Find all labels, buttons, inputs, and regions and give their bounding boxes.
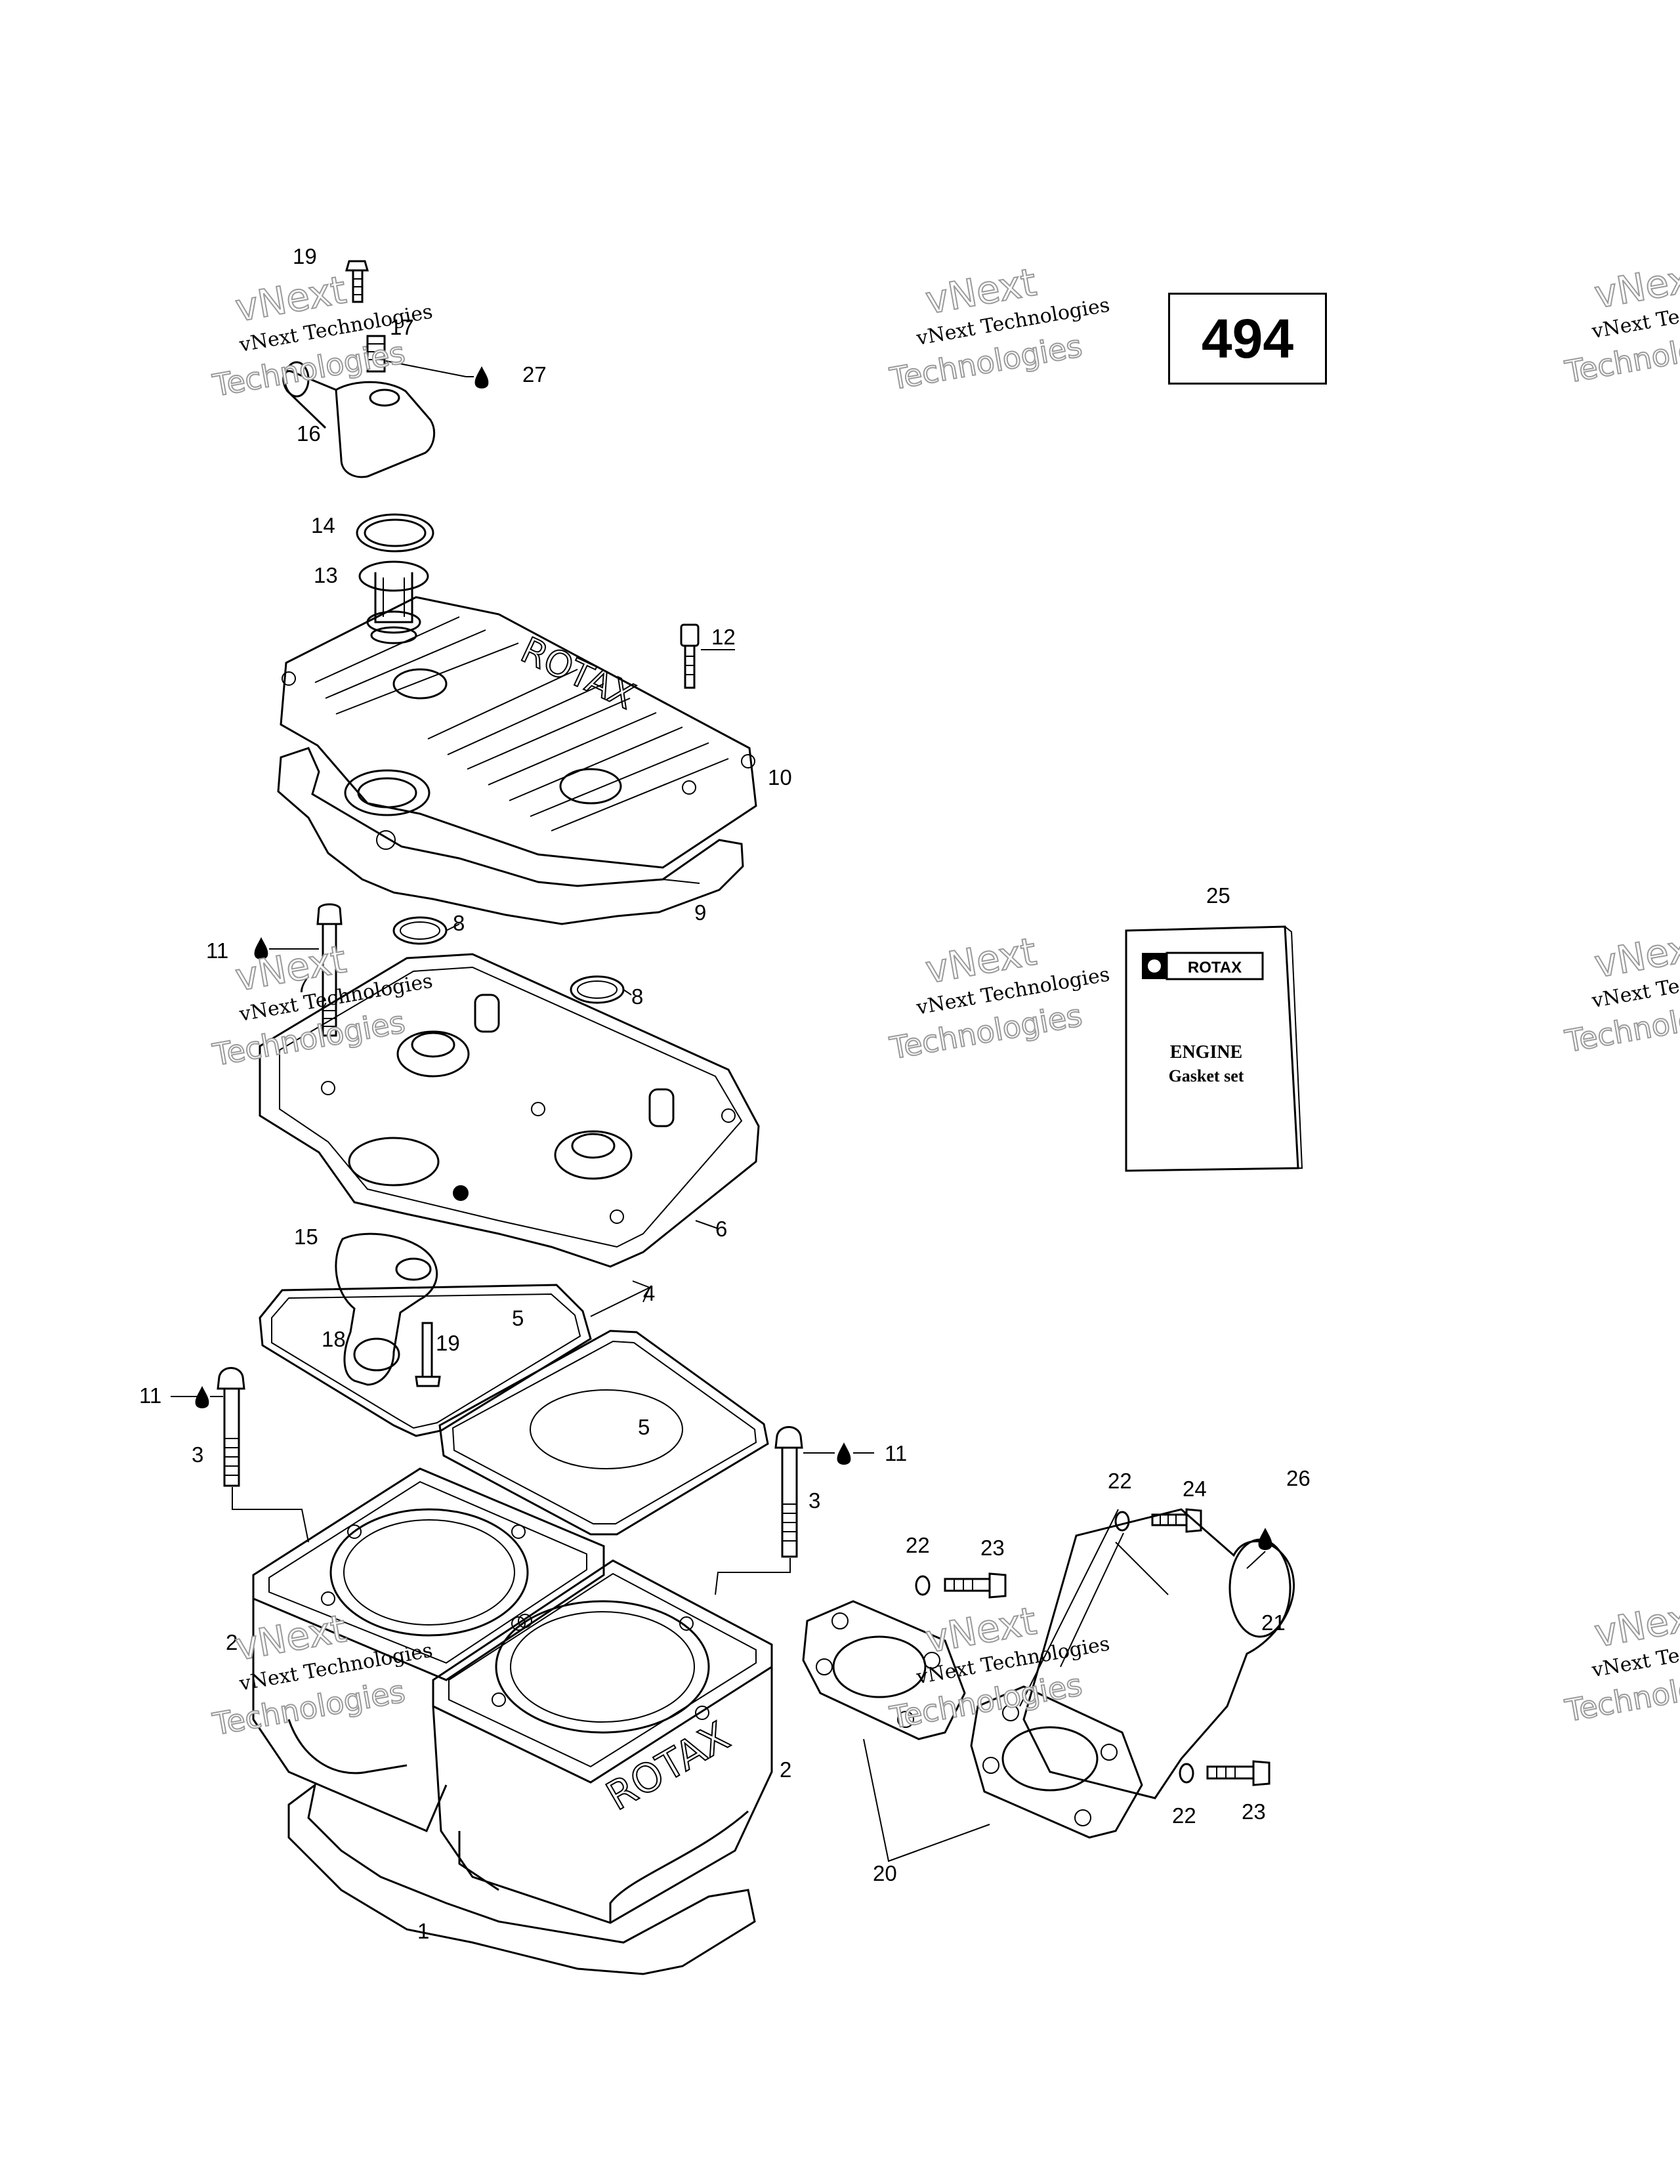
- watermark-bottom-left: vNext vNext Technologies Technologies: [209, 1605, 434, 1742]
- callout-18: 18: [322, 1327, 346, 1351]
- washer-22-left: [915, 1575, 931, 1596]
- callout-14: 14: [311, 513, 335, 537]
- bolt-23-left: [944, 1572, 1007, 1599]
- callout-17: 17: [390, 315, 414, 339]
- cylinder-brand-text: ROTAX: [599, 1713, 738, 1820]
- callout-11-top: 11: [206, 938, 228, 963]
- callout-12: 12: [711, 625, 736, 649]
- callout-16: 16: [297, 421, 321, 446]
- bolt-23-right: [1206, 1760, 1270, 1786]
- callout-10: 10: [768, 765, 792, 789]
- gasket-kit-25: ROTAX ENGINE Gasket set: [1125, 925, 1303, 1172]
- callout-21: 21: [1261, 1610, 1286, 1635]
- page-number-box: 494: [1168, 293, 1327, 385]
- watermark-top-right: vNext vNext Technologies Technologies: [1562, 253, 1680, 390]
- cylinder-head-cover-10: ROTAX: [280, 596, 757, 869]
- callout-27: 27: [522, 362, 547, 387]
- cover-brand-text: ROTAX: [515, 629, 641, 717]
- callout-26: 26: [1286, 1466, 1311, 1490]
- washer-22-top: [1114, 1511, 1130, 1532]
- cylinder-2-right: ROTAX: [432, 1559, 773, 1924]
- bolt-12: [680, 623, 700, 689]
- cylinder-2-left: [252, 1467, 605, 1832]
- callout-11-right: 11: [885, 1441, 907, 1465]
- callout-5-lower: 5: [638, 1415, 650, 1439]
- callout-2-left: 2: [226, 1630, 238, 1654]
- watermark-bottom-right: vNext vNext Technologies Technologies: [1562, 1592, 1680, 1729]
- o-ring-8-left: [392, 916, 448, 945]
- callout-3-right: 3: [808, 1488, 820, 1513]
- watermark-mid-center: vNext vNext Technologies Technologies: [887, 929, 1112, 1067]
- sealant-drop-11-top: [254, 937, 319, 959]
- water-outlet-15: [335, 1232, 438, 1386]
- cover-gasket-9: [277, 747, 744, 925]
- callout-15: 15: [294, 1225, 318, 1249]
- o-ring-14: [356, 513, 434, 553]
- callout-3-left: 3: [192, 1442, 203, 1467]
- callout-9: 9: [694, 900, 706, 925]
- watermark-top-center: vNext vNext Technologies Technologies: [887, 259, 1112, 398]
- watermark-mid-right: vNext vNext Technologies Technologies: [1562, 923, 1680, 1060]
- exhaust-gasket-20-right: [970, 1685, 1143, 1839]
- callout-4: 4: [643, 1281, 655, 1305]
- watermark-mid-left: vNext vNext Technologies Technologies: [209, 936, 434, 1073]
- callout-11-left: 11: [139, 1383, 161, 1408]
- callout-23-right: 23: [1242, 1799, 1266, 1824]
- head-gasket-5-right: [438, 1330, 769, 1536]
- washer-22-bottom: [1179, 1763, 1194, 1784]
- bolt-19-lower: [415, 1322, 441, 1387]
- cylinder-head-6: [259, 953, 760, 1268]
- callout-8-left: 8: [453, 911, 465, 935]
- callout-6: 6: [715, 1217, 727, 1241]
- bolt-24: [1151, 1508, 1202, 1533]
- callout-22-bottom: 22: [1172, 1803, 1196, 1828]
- page-number: 494: [1201, 307, 1294, 369]
- callout-19-lower: 19: [436, 1331, 460, 1355]
- sealant-drop-11-right: [803, 1442, 874, 1465]
- head-gasket-5-left: [259, 1284, 592, 1437]
- callout-5-upper: 5: [512, 1306, 524, 1330]
- callout-1: 1: [417, 1919, 429, 1943]
- thermostat-13: [358, 560, 429, 644]
- base-gasket-1: [287, 1782, 756, 1975]
- callout-19-top: 19: [293, 244, 317, 268]
- callout-2-right: 2: [780, 1757, 791, 1782]
- o-ring-8-right: [570, 975, 625, 1004]
- gasket-kit-line1: ENGINE: [1170, 1042, 1242, 1062]
- bolt-3-right: [774, 1426, 803, 1558]
- callout-8-right: 8: [631, 984, 643, 1009]
- elbow-16: [282, 361, 436, 478]
- callout-22-top: 22: [1108, 1469, 1132, 1493]
- gasket-kit-brand: ROTAX: [1188, 959, 1242, 976]
- callout-13: 13: [314, 563, 338, 587]
- exhaust-gasket-20-left: [802, 1600, 966, 1740]
- bolt-3-left: [217, 1367, 245, 1487]
- callout-24: 24: [1183, 1477, 1207, 1501]
- gasket-kit-line2: Gasket set: [1169, 1066, 1244, 1085]
- callout-25: 25: [1206, 883, 1230, 908]
- sealant-drop-26: [1246, 1528, 1272, 1569]
- callout-20: 20: [873, 1861, 897, 1885]
- callout-22-left: 22: [906, 1533, 930, 1557]
- callout-23-left: 23: [980, 1536, 1005, 1560]
- bolt-19-top: [345, 260, 369, 303]
- fitting-17: [366, 335, 386, 373]
- callout-7: 7: [297, 973, 308, 997]
- sealant-drop-27: [466, 366, 489, 388]
